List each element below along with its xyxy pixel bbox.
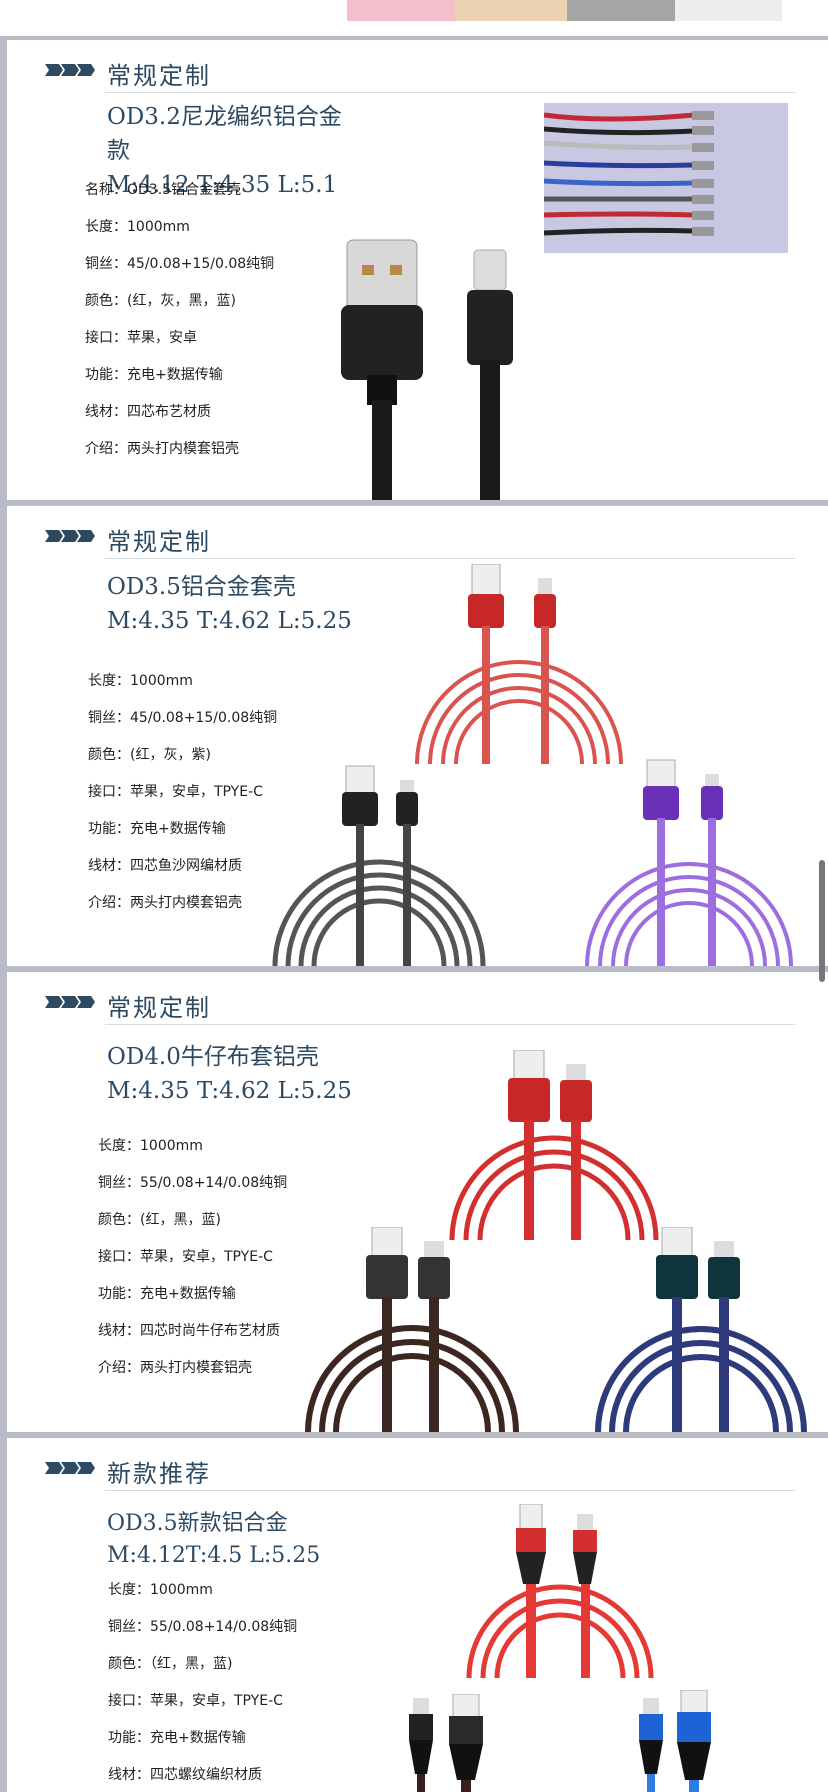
blue-new-cable-photo [639,1690,711,1792]
spec-color: 颜色：(红，灰，紫) [88,747,211,763]
swatch-white [675,0,782,21]
cable-bundle-photo [544,103,788,253]
spec-copper: 铜丝：45/0.08+15/0.08纯铜 [85,256,275,272]
spec-length: 长度：1000mm [98,1138,203,1154]
spec-intro: 介绍：两头打内模套铝壳 [88,895,242,911]
red-new-cable-photo [466,1504,654,1678]
spec-connector: 接口：苹果，安卓，TPYE-C [88,784,263,800]
product-card-4: 新款推荐 OD3.5新款铝合金 M:4.12T:4.5 L:5.25 长度：10… [7,1438,828,1792]
spec-connector: 接口：苹果，安卓 [85,330,197,346]
product-title: OD3.5铝合金套壳 M:4.35 T:4.62 L:5.25 [107,574,352,634]
swatch-gray [567,0,675,21]
blue-denim-cable-photo [595,1227,807,1432]
product-card-1: 常规定制 OD3.2尼龙编织铝合金 款 M:4.12 T:4.35 L:5.1 … [7,40,828,500]
swatch-pink [347,0,455,21]
spec-function: 功能：充电+数据传输 [98,1286,236,1302]
product-title: OD3.5新款铝合金 M:4.12T:4.5 L:5.25 [107,1511,321,1568]
spec-connector: 接口：苹果，安卓，TPYE-C [108,1693,283,1709]
spec-function: 功能：充电+数据传输 [108,1730,246,1746]
spec-name: 名称：OD3.5铝合金套壳 [85,182,242,198]
section-marker-icon [45,530,95,542]
swatch-beige [455,0,567,21]
gray-cable-photo [272,765,486,966]
product-title: OD4.0牛仔布套铝壳 M:4.35 T:4.62 L:5.25 [107,1044,352,1104]
section-header: 新款推荐 [107,1460,211,1488]
spec-color: 颜色：（红，黑，蓝) [108,1656,233,1672]
scrollbar-thumb[interactable] [819,860,825,982]
black-denim-cable-photo [305,1227,519,1432]
spec-material: 线材：四芯螺纹编织材质 [108,1767,262,1783]
spec-material: 线材：四芯布艺材质 [85,404,211,420]
spec-copper: 铜丝：55/0.08+14/0.08纯铜 [98,1175,288,1191]
spec-list: 名称：OD3.5铝合金套壳 长度：1000mm 铜丝：45/0.08+15/0.… [85,172,274,468]
spec-list: 长度：1000mm 铜丝：55/0.08+14/0.08纯铜 颜色：（红，黑，蓝… [108,1572,297,1792]
section-header: 常规定制 [107,994,211,1022]
spec-function: 功能：充电+数据传输 [85,367,223,383]
spec-material: 线材：四芯鱼沙网编材质 [88,858,242,874]
section-marker-icon [45,64,95,76]
spec-connector: 接口：苹果，安卓，TPYE-C [98,1249,273,1265]
product-title: OD3.2尼龙编织铝合金 款 M:4.12 T:4.35 L:5.1 [107,104,342,198]
spec-length: 长度：1000mm [85,219,190,235]
header-divider [105,92,795,93]
section-marker-icon [45,1462,95,1474]
purple-cable-photo [585,759,793,966]
spec-intro: 介绍：两头打内模套铝壳 [85,441,239,457]
product-card-2: 常规定制 OD3.5铝合金套壳 M:4.35 T:4.62 L:5.25 长度：… [7,506,828,966]
header-divider [105,1490,795,1491]
product-card-3: 常规定制 OD4.0牛仔布套铝壳 M:4.35 T:4.62 L:5.25 长度… [7,972,828,1432]
header-divider [105,558,795,559]
spec-copper: 铜丝：55/0.08+14/0.08纯铜 [108,1619,298,1635]
spec-list: 长度：1000mm 铜丝：55/0.08+14/0.08纯铜 颜色：(红，黑，蓝… [98,1128,287,1387]
spec-list: 长度：1000mm 铜丝：45/0.08+15/0.08纯铜 颜色：(红，灰，紫… [88,663,277,922]
red-cable-photo [415,564,623,764]
color-swatch-strip [0,0,828,36]
spec-material: 线材：四芯时尚牛仔布艺材质 [98,1323,280,1339]
spec-color: 颜色：(红，黑，蓝) [98,1212,221,1228]
section-marker-icon [45,996,95,1008]
section-header: 常规定制 [107,528,211,556]
black-new-cable-photo [409,1694,483,1792]
header-divider [105,1024,795,1025]
spec-length: 长度：1000mm [108,1582,213,1598]
spec-copper: 铜丝：45/0.08+15/0.08纯铜 [88,710,278,726]
spec-length: 长度：1000mm [88,673,193,689]
usb-lightning-cable-photo [341,239,513,500]
spec-color: 颜色：(红，灰，黑，蓝) [85,293,236,309]
spec-intro: 介绍：两头打内模套铝壳 [98,1360,252,1376]
section-header: 常规定制 [107,62,211,90]
red-denim-cable-photo [449,1050,659,1240]
spec-function: 功能：充电+数据传输 [88,821,226,837]
